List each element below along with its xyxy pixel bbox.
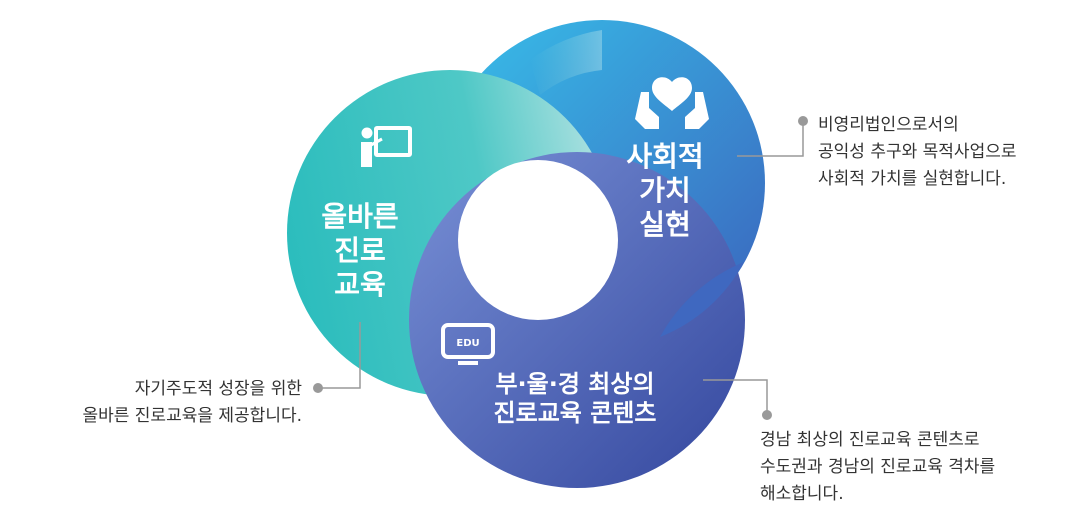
connector-career-education [322, 322, 361, 389]
content-description: 경남 최상의 진로교육 콘텐츠로 수도권과 경남의 진로교육 격차를 해소합니다… [760, 430, 996, 504]
social-value-overlap [660, 262, 744, 337]
edu-icon-label: EDU [456, 338, 479, 349]
teacher-at-board-icon [361, 126, 412, 167]
career-education-title: 올바른 진로 교육 [321, 200, 399, 302]
content-title: 부·울·경 최상의 진로교육 콘텐츠 [493, 370, 657, 428]
hands-holding-heart-icon [635, 77, 709, 129]
connector-dot-social-value [798, 116, 808, 126]
social-value-title: 사회적 가치 실현 [626, 140, 704, 242]
social-value-description: 비영리법인으로서의 공익성 추구와 목적사업으로 사회적 가치를 실현합니다. [818, 115, 1017, 189]
connector-social-value [737, 124, 804, 157]
connector-dot-career-education [313, 383, 323, 393]
edu-monitor-icon: EDU [441, 323, 495, 365]
connector-content [703, 379, 768, 411]
center-hole [458, 160, 618, 320]
connector-dot-content [762, 410, 772, 420]
career-education-description: 자기주도적 성장을 위한 올바른 진로교육을 제공합니다. [82, 379, 302, 426]
ring-seam [530, 30, 602, 95]
